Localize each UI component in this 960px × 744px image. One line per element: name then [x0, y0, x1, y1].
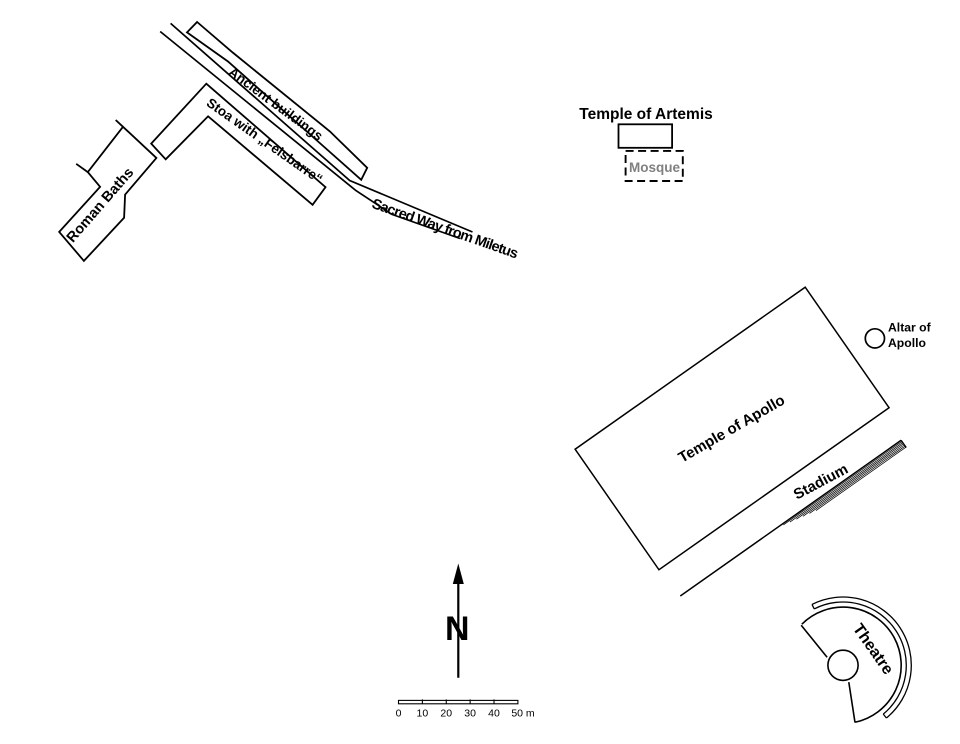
svg-text:30: 30: [464, 708, 476, 720]
svg-text:40: 40: [488, 708, 500, 720]
svg-text:Apollo: Apollo: [888, 336, 926, 350]
svg-text:50 m: 50 m: [511, 708, 535, 720]
svg-text:Mosque: Mosque: [629, 160, 680, 175]
svg-text:10: 10: [417, 708, 429, 720]
svg-text:Altar of: Altar of: [888, 321, 932, 335]
svg-text:20: 20: [440, 708, 452, 720]
svg-text:Temple of Artemis: Temple of Artemis: [579, 106, 713, 123]
svg-text:N: N: [445, 610, 470, 648]
svg-text:0: 0: [396, 708, 402, 720]
